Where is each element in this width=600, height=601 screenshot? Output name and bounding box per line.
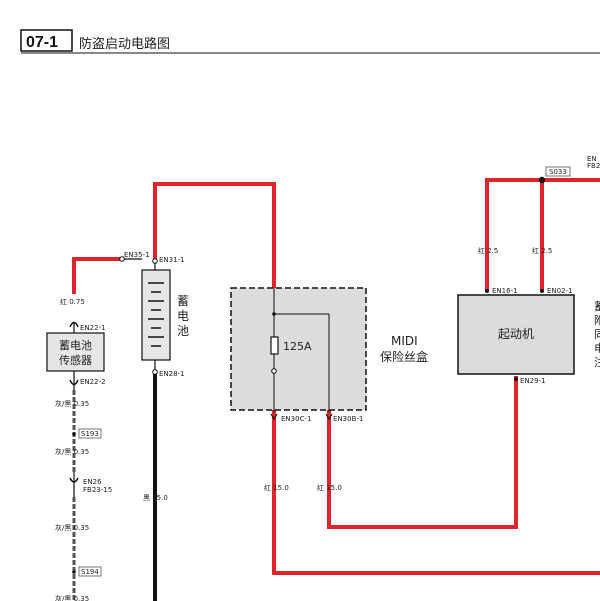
wire-en30c-out bbox=[272, 410, 600, 575]
label-en29-1: EN29-1 bbox=[520, 377, 546, 385]
midi-label: MIDI bbox=[391, 334, 418, 348]
label-fb23-15: FB23-15 bbox=[83, 486, 112, 494]
pin-en31-1 bbox=[152, 258, 158, 264]
right-char-1: 蓄 bbox=[594, 300, 600, 313]
wire-label-gray-1: 灰/黑 0.35 bbox=[55, 399, 89, 408]
pin-en28-1 bbox=[152, 369, 158, 375]
midi-fuse-box: 125A bbox=[230, 287, 367, 412]
splice-s033: S033 bbox=[549, 168, 567, 176]
splice-s193: S193 bbox=[81, 430, 99, 438]
pin-en22-2-symbol bbox=[69, 379, 79, 386]
right-char-2: 附 bbox=[594, 313, 600, 327]
wire-en30b-to-starter bbox=[327, 376, 518, 529]
label-en02-1: EN02-1 bbox=[547, 287, 573, 295]
battery-label-2: 电 bbox=[177, 309, 189, 323]
wire-s033-en16 bbox=[485, 178, 600, 291]
wire-label-red-25-b: 红 2.5 bbox=[532, 246, 552, 255]
sensor-label-2: 传感器 bbox=[59, 354, 92, 367]
page-code-box bbox=[20, 29, 73, 52]
wire-label-red-150-a: 红 15.0 bbox=[264, 483, 289, 492]
label-right-fb: FB2 bbox=[587, 162, 600, 170]
fuse-125a bbox=[270, 336, 279, 355]
wire-label-black-150: 黑 15.0 bbox=[143, 494, 168, 502]
splice-s194: S194 bbox=[81, 568, 99, 576]
wire-label-red-075: 红 0.75 bbox=[60, 297, 85, 306]
label-en16-1: EN16-1 bbox=[492, 287, 518, 295]
fuse-value: 125A bbox=[283, 340, 312, 353]
label-en31-1: EN31-1 bbox=[159, 256, 185, 264]
label-en30b-1: EN30B-1 bbox=[333, 415, 363, 423]
red-wires bbox=[72, 178, 600, 575]
wire-label-gray-3: 灰/黑 0.35 bbox=[55, 523, 89, 532]
right-char-5: 注 bbox=[594, 355, 600, 369]
label-en30c-1: EN30C-1 bbox=[281, 415, 311, 423]
splice-s193-box bbox=[78, 428, 102, 439]
splice-s033-node bbox=[538, 176, 546, 184]
wire-label-red-25-a: 红 2.5 bbox=[478, 246, 498, 255]
battery-label-1: 蓄 bbox=[177, 294, 189, 308]
sensor-label-1: 蓄电池 bbox=[59, 339, 92, 352]
wire-label-red-150-b: 红 15.0 bbox=[317, 483, 342, 492]
label-en22-1: EN22-1 bbox=[80, 324, 106, 332]
page-title: 防盗启动电路图 bbox=[79, 36, 170, 52]
label-en35-1: EN35-1 bbox=[124, 251, 150, 259]
splice-s194-box bbox=[78, 566, 102, 577]
right-char-4: 电 bbox=[594, 342, 600, 355]
wire-label-gray-2: 灰/黑 0.35 bbox=[55, 447, 89, 456]
wire-battery-to-sensor bbox=[72, 257, 124, 294]
label-en22-2: EN22-2 bbox=[80, 378, 106, 386]
starter-motor: 起动机 bbox=[457, 294, 575, 375]
wire-battery-to-midi bbox=[153, 182, 276, 292]
battery: 蓄 电 池 bbox=[141, 262, 189, 370]
pin-en35-1 bbox=[119, 256, 125, 262]
battery-sensor: 蓄电池 传感器 bbox=[46, 332, 105, 372]
label-right-en: EN bbox=[587, 155, 597, 163]
battery-label-3: 池 bbox=[177, 324, 189, 338]
wire-label-gray-4: 灰/黑 0.35 bbox=[55, 594, 89, 601]
starter-label: 起动机 bbox=[498, 327, 534, 341]
midi-label-2: 保险丝盒 bbox=[380, 349, 428, 364]
page-code: 07-1 bbox=[26, 34, 58, 51]
label-en28-1: EN28-1 bbox=[159, 370, 185, 378]
label-en26: EN26 bbox=[83, 478, 102, 486]
splice-s033-box bbox=[545, 166, 571, 177]
right-char-3: 同 bbox=[594, 328, 600, 341]
